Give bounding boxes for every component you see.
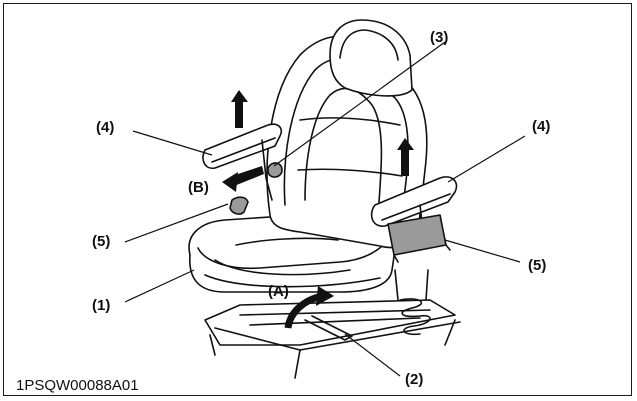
left-adjust-lever	[229, 196, 249, 215]
right-control-box	[387, 214, 451, 263]
callout-b: (B)	[188, 179, 209, 196]
callout-5-left: (5)	[92, 233, 110, 250]
callout-3: (3)	[430, 29, 448, 46]
left-armrest	[202, 123, 283, 201]
leader-lines	[124, 41, 526, 377]
armrest-up-arrows	[231, 90, 414, 176]
lumbar-knob	[267, 162, 283, 178]
callout-1: (1)	[92, 297, 110, 314]
arrow-b	[222, 166, 264, 192]
callout-4-left: (4)	[96, 119, 114, 136]
callout-2: (2)	[405, 371, 423, 388]
callout-4-right: (4)	[532, 118, 550, 135]
callout-a: (A)	[268, 283, 289, 300]
seat-headrest	[329, 19, 413, 97]
suspension-spring	[394, 269, 431, 336]
seat-base	[204, 299, 461, 379]
slide-lever	[304, 315, 353, 341]
arrow-a-head	[316, 286, 334, 306]
callout-5-right: (5)	[528, 257, 546, 274]
figure-code: 1PSQW00088A01	[16, 377, 139, 394]
